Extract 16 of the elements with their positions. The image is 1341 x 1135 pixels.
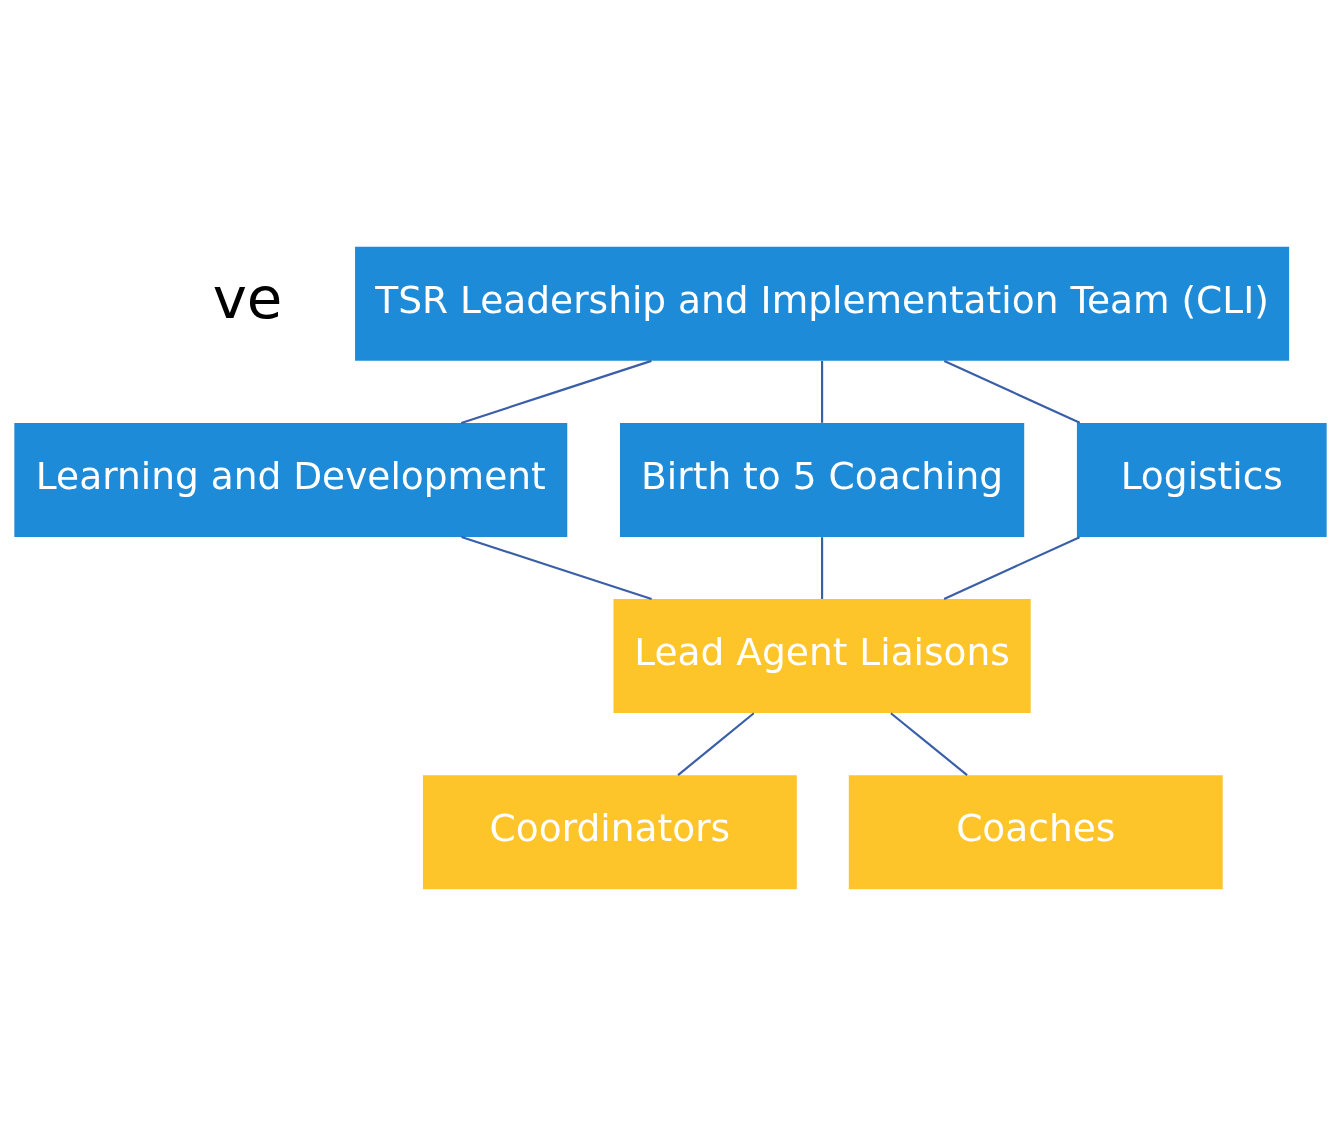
connector: [943, 535, 1080, 600]
node-box: Logistics: [1076, 422, 1327, 537]
node-box: Coordinators: [422, 774, 797, 889]
connector: [943, 359, 1081, 424]
node-box: Lead Agent Liaisons: [613, 598, 1031, 713]
connector: [821, 360, 824, 423]
node-box: TSR Leadership and Implementation Team (CLI): [355, 246, 1290, 361]
label: ve: [212, 263, 283, 332]
connector: [461, 535, 652, 600]
connector: [890, 711, 968, 776]
node-box: Learning and Development: [14, 422, 568, 537]
connector: [821, 536, 824, 599]
connector: [677, 711, 755, 776]
connector: [460, 359, 652, 424]
node-box: Birth to 5 Coaching: [619, 422, 1025, 537]
node-box: Coaches: [848, 774, 1223, 889]
